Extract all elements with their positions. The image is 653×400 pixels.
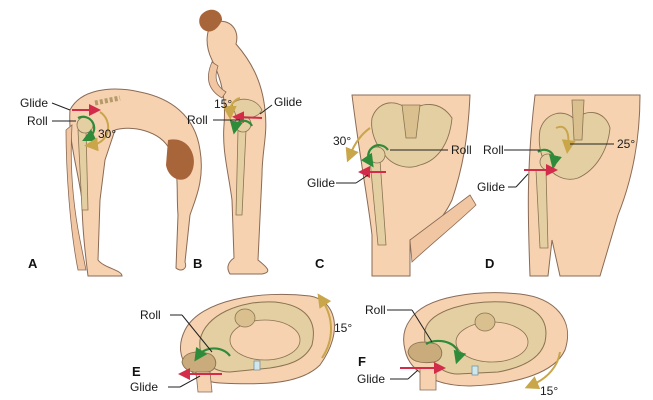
panel-letter-e: E — [132, 364, 141, 379]
figure-e-pelvic-inlet — [229, 319, 301, 361]
roll-label-c: Roll — [451, 143, 472, 157]
panel-f: Roll Glide 15° F — [357, 292, 569, 398]
figure-e-sacrum — [234, 308, 256, 328]
figure-e-pubic-symphysis — [253, 360, 261, 371]
roll-label-a: Roll — [27, 114, 48, 128]
figure-b-hair — [199, 9, 222, 32]
figure-e-foot — [195, 371, 213, 393]
figure-c-raised-leg — [409, 194, 477, 263]
angle-arrow-a — [84, 111, 110, 152]
roll-arrow-e — [194, 346, 231, 362]
figure-a-leg-back — [65, 124, 87, 271]
glide-label-a: Glide — [20, 96, 48, 110]
panel-letter-c: C — [315, 256, 325, 271]
leader-glide-d2 — [515, 173, 529, 188]
figure-f-femoral-head — [407, 341, 443, 364]
figure-b-arm — [207, 61, 227, 99]
roll-arrow-c — [360, 144, 389, 168]
panel-a: Glide Roll 30° A — [20, 88, 202, 277]
angle-label-d: 25° — [617, 137, 635, 151]
angle-label-b: 15° — [214, 97, 232, 111]
figure-a-body — [69, 88, 202, 277]
angle-label-c: 30° — [333, 134, 351, 148]
figure-c-sacrum — [401, 104, 421, 139]
angle-arrow-c — [345, 127, 371, 163]
glide-label-f: Glide — [357, 372, 385, 386]
angle-arrow-b — [222, 97, 241, 120]
leader-glide-c2 — [355, 174, 369, 184]
leader-glide-e2 — [179, 375, 201, 388]
angle-label-f: 15° — [540, 384, 558, 398]
glide-label-d: Glide — [477, 180, 505, 194]
panel-d: Roll 25° Glide D — [477, 94, 641, 277]
figure-d-spine — [571, 99, 585, 141]
panel-b: Glide Roll 15° B — [187, 9, 302, 275]
angle-label-a: 30° — [98, 127, 116, 141]
glide-label-c: Glide — [307, 176, 335, 190]
glide-label-b: Glide — [274, 95, 302, 109]
roll-arrow-a — [77, 115, 97, 141]
angle-label-e: 15° — [334, 321, 352, 335]
figure-a-spine — [94, 95, 121, 106]
panel-c: Roll Glide 30° C — [307, 94, 477, 277]
panel-letter-a: A — [28, 256, 38, 271]
leader-roll-e2 — [181, 314, 213, 353]
roll-label-d: Roll — [483, 143, 504, 157]
leader-roll-f2 — [411, 309, 433, 343]
figure-f-pubic-symphysis — [471, 365, 479, 376]
panel-letter-f: F — [358, 354, 366, 369]
roll-arrow-f — [425, 339, 467, 365]
panel-letter-d: D — [485, 256, 494, 271]
angle-arrow-f — [524, 351, 561, 390]
figure-f-sacrum — [474, 312, 496, 332]
roll-arrow-b — [229, 119, 253, 135]
panel-e: Roll Glide 15° E — [130, 293, 352, 394]
angle-arrow-e — [317, 293, 332, 359]
glide-label-e: Glide — [130, 380, 158, 394]
figure-e-femoral-head — [181, 351, 217, 374]
roll-arrow-d — [537, 148, 562, 169]
angle-arrow-d — [555, 125, 576, 154]
figure-a-hair — [166, 139, 194, 180]
panel-letter-b: B — [193, 256, 202, 271]
glide-arrow-b — [232, 111, 263, 124]
figure-f-foot — [419, 367, 437, 391]
roll-label-f: Roll — [365, 303, 386, 317]
leader-glide-f2 — [407, 369, 419, 380]
leader-glide-b — [259, 104, 273, 115]
roll-label-e: Roll — [140, 308, 161, 322]
roll-label-b: Roll — [187, 113, 208, 127]
leader-glide-a — [51, 102, 71, 111]
